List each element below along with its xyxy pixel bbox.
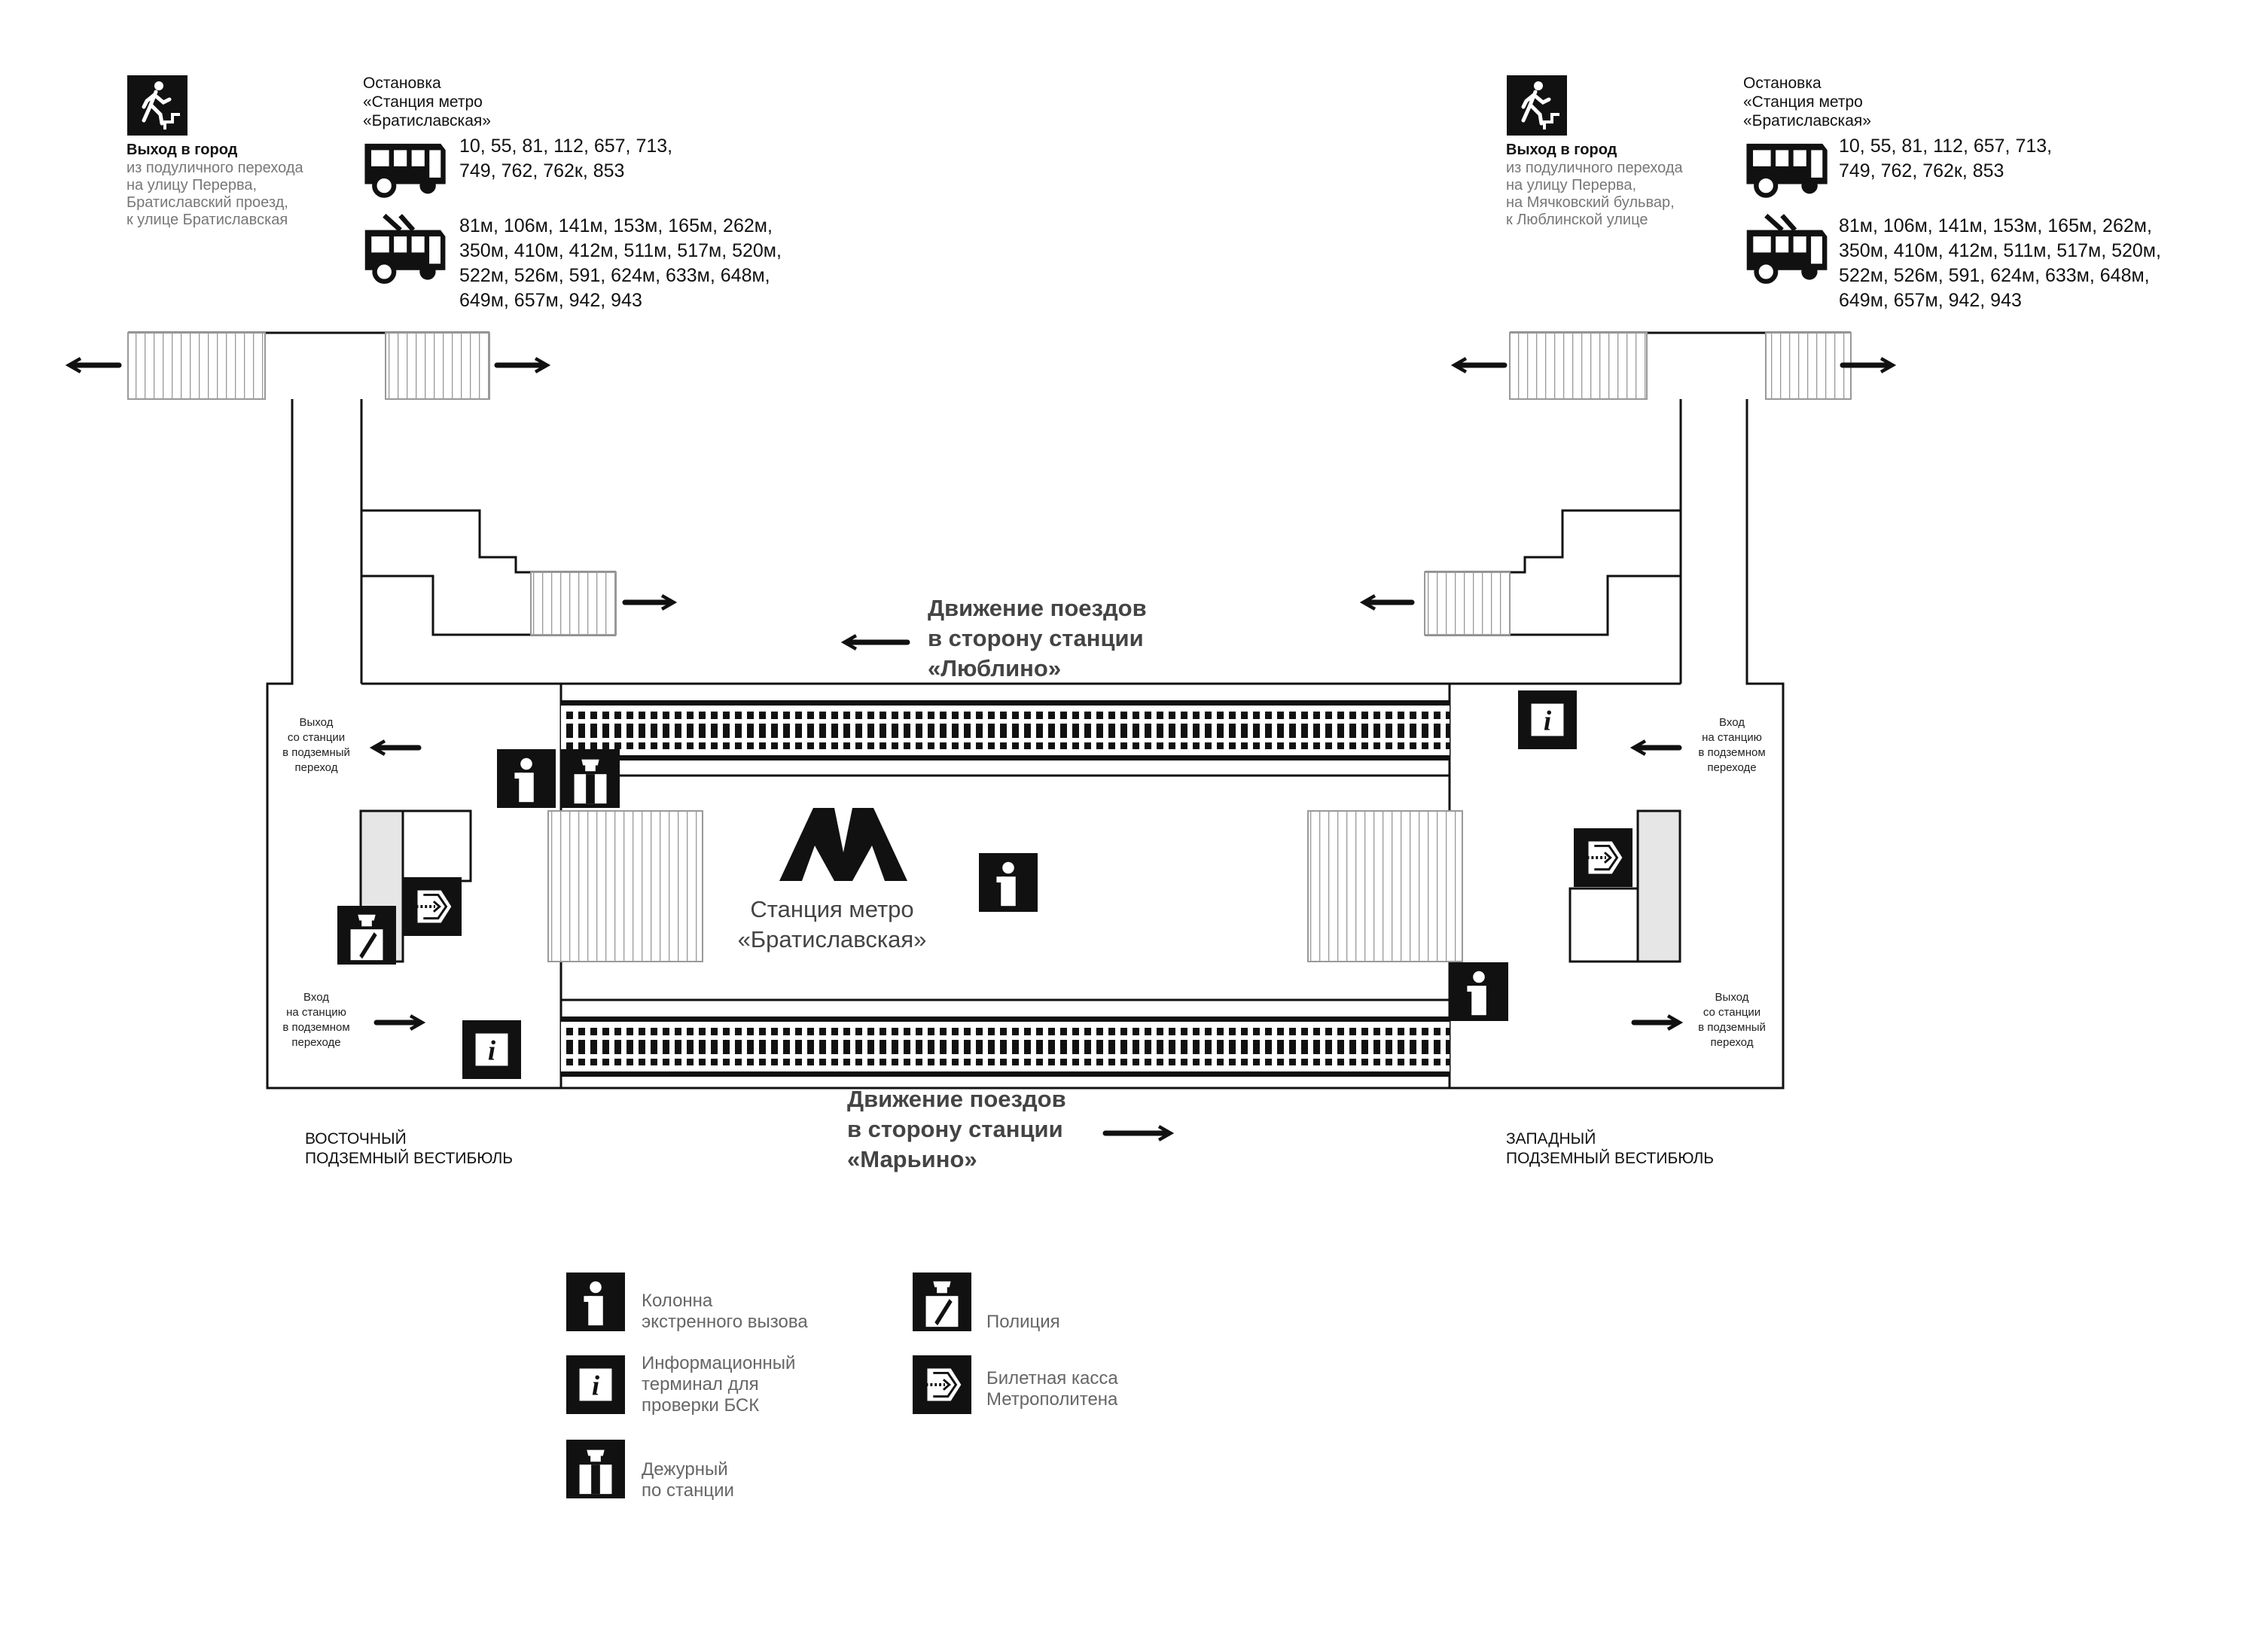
metro-logo-icon (779, 808, 907, 881)
direction-maryino: Движение поездов в сторону станции «Марь… (847, 1086, 1066, 1172)
east-ticket-booth (359, 809, 472, 963)
bus-icon (364, 144, 445, 196)
west-bus-routes: 10, 55, 81, 112, 657, 713, 749, 762, 762… (1839, 136, 2053, 181)
emergency-call-icon (566, 1273, 625, 1331)
station-attendant-icon (566, 1440, 625, 1498)
west-exit-label: Выход со станции в подземный переход (1698, 991, 1766, 1049)
bus-icon (1746, 144, 1827, 196)
emergency-call-icon (979, 853, 1038, 912)
walking-person-icon (1507, 75, 1567, 136)
west-exit-description: из подуличного перехода на улицу Перерва… (1506, 160, 1683, 228)
police-icon (337, 906, 396, 965)
west-enter-label: Вход на станцию в подземном переходе (1698, 716, 1766, 774)
platform-escalator-west (1307, 810, 1463, 962)
walking-person-icon (127, 75, 187, 136)
ticket-office-icon (1574, 828, 1633, 887)
trolleybus-icon (365, 215, 446, 281)
east-stairs (127, 332, 617, 636)
west-trolleybus-routes: 81м, 106м, 141м, 153м, 165м, 262м, 350м,… (1839, 215, 2161, 311)
info-terminal-icon (566, 1355, 625, 1414)
legend-attendant: Дежурный по станции (642, 1459, 734, 1501)
legend-emergency: Колонна экстренного вызова (642, 1291, 808, 1332)
emergency-call-icon (497, 749, 556, 808)
platform-escalator-east (547, 810, 703, 962)
vestibule-east-label: ВОСТОЧНЫЙ ПОДЗЕМНЫЙ ВЕСТИБЮЛЬ (305, 1130, 514, 1167)
east-stop-label: Остановка «Станция метро «Братиславская» (363, 75, 491, 130)
track-top (561, 700, 1450, 760)
east-exit-title: Выход в город (127, 142, 238, 158)
track-bottom (561, 1016, 1450, 1077)
info-terminal-icon (1518, 690, 1577, 749)
legend-police: Полиция (986, 1312, 1060, 1332)
east-exit-label: Выход со станции в подземный переход (282, 716, 350, 774)
west-stairs (1424, 332, 1852, 636)
trolleybus-icon (1747, 215, 1828, 281)
east-vestibule (128, 331, 616, 1090)
station-name: Станция метро «Братиславская» (737, 896, 927, 952)
legend-info-terminal: Информационный терминал для проверки БСК (642, 1353, 796, 1416)
vestibule-west-label: ЗАПАДНЫЙ ПОДЗЕМНЫЙ ВЕСТИБЮЛЬ (1506, 1130, 1715, 1167)
west-exit-title: Выход в город (1506, 142, 1617, 158)
legend-ticket-office: Билетная касса Метрополитена (986, 1368, 1118, 1410)
station-attendant-icon (561, 749, 620, 808)
west-stop-label: Остановка «Станция метро «Братиславская» (1743, 75, 1871, 130)
ticket-office-icon (403, 877, 462, 936)
east-trolleybus-routes: 81м, 106м, 141м, 153м, 165м, 262м, 350м,… (459, 215, 782, 311)
ticket-office-icon (913, 1355, 971, 1414)
info-terminal-icon (462, 1020, 521, 1079)
west-ticket-booth (1568, 809, 1681, 963)
emergency-call-icon (1450, 962, 1508, 1021)
police-icon (913, 1273, 971, 1331)
direction-lyublino: Движение поездов в сторону станции «Любл… (928, 595, 1147, 681)
east-bus-routes: 10, 55, 81, 112, 657, 713, 749, 762, 762… (459, 136, 673, 181)
east-enter-label: Вход на станцию в подземном переходе (282, 991, 350, 1049)
east-exit-description: из подуличного перехода на улицу Перерва… (127, 160, 303, 228)
